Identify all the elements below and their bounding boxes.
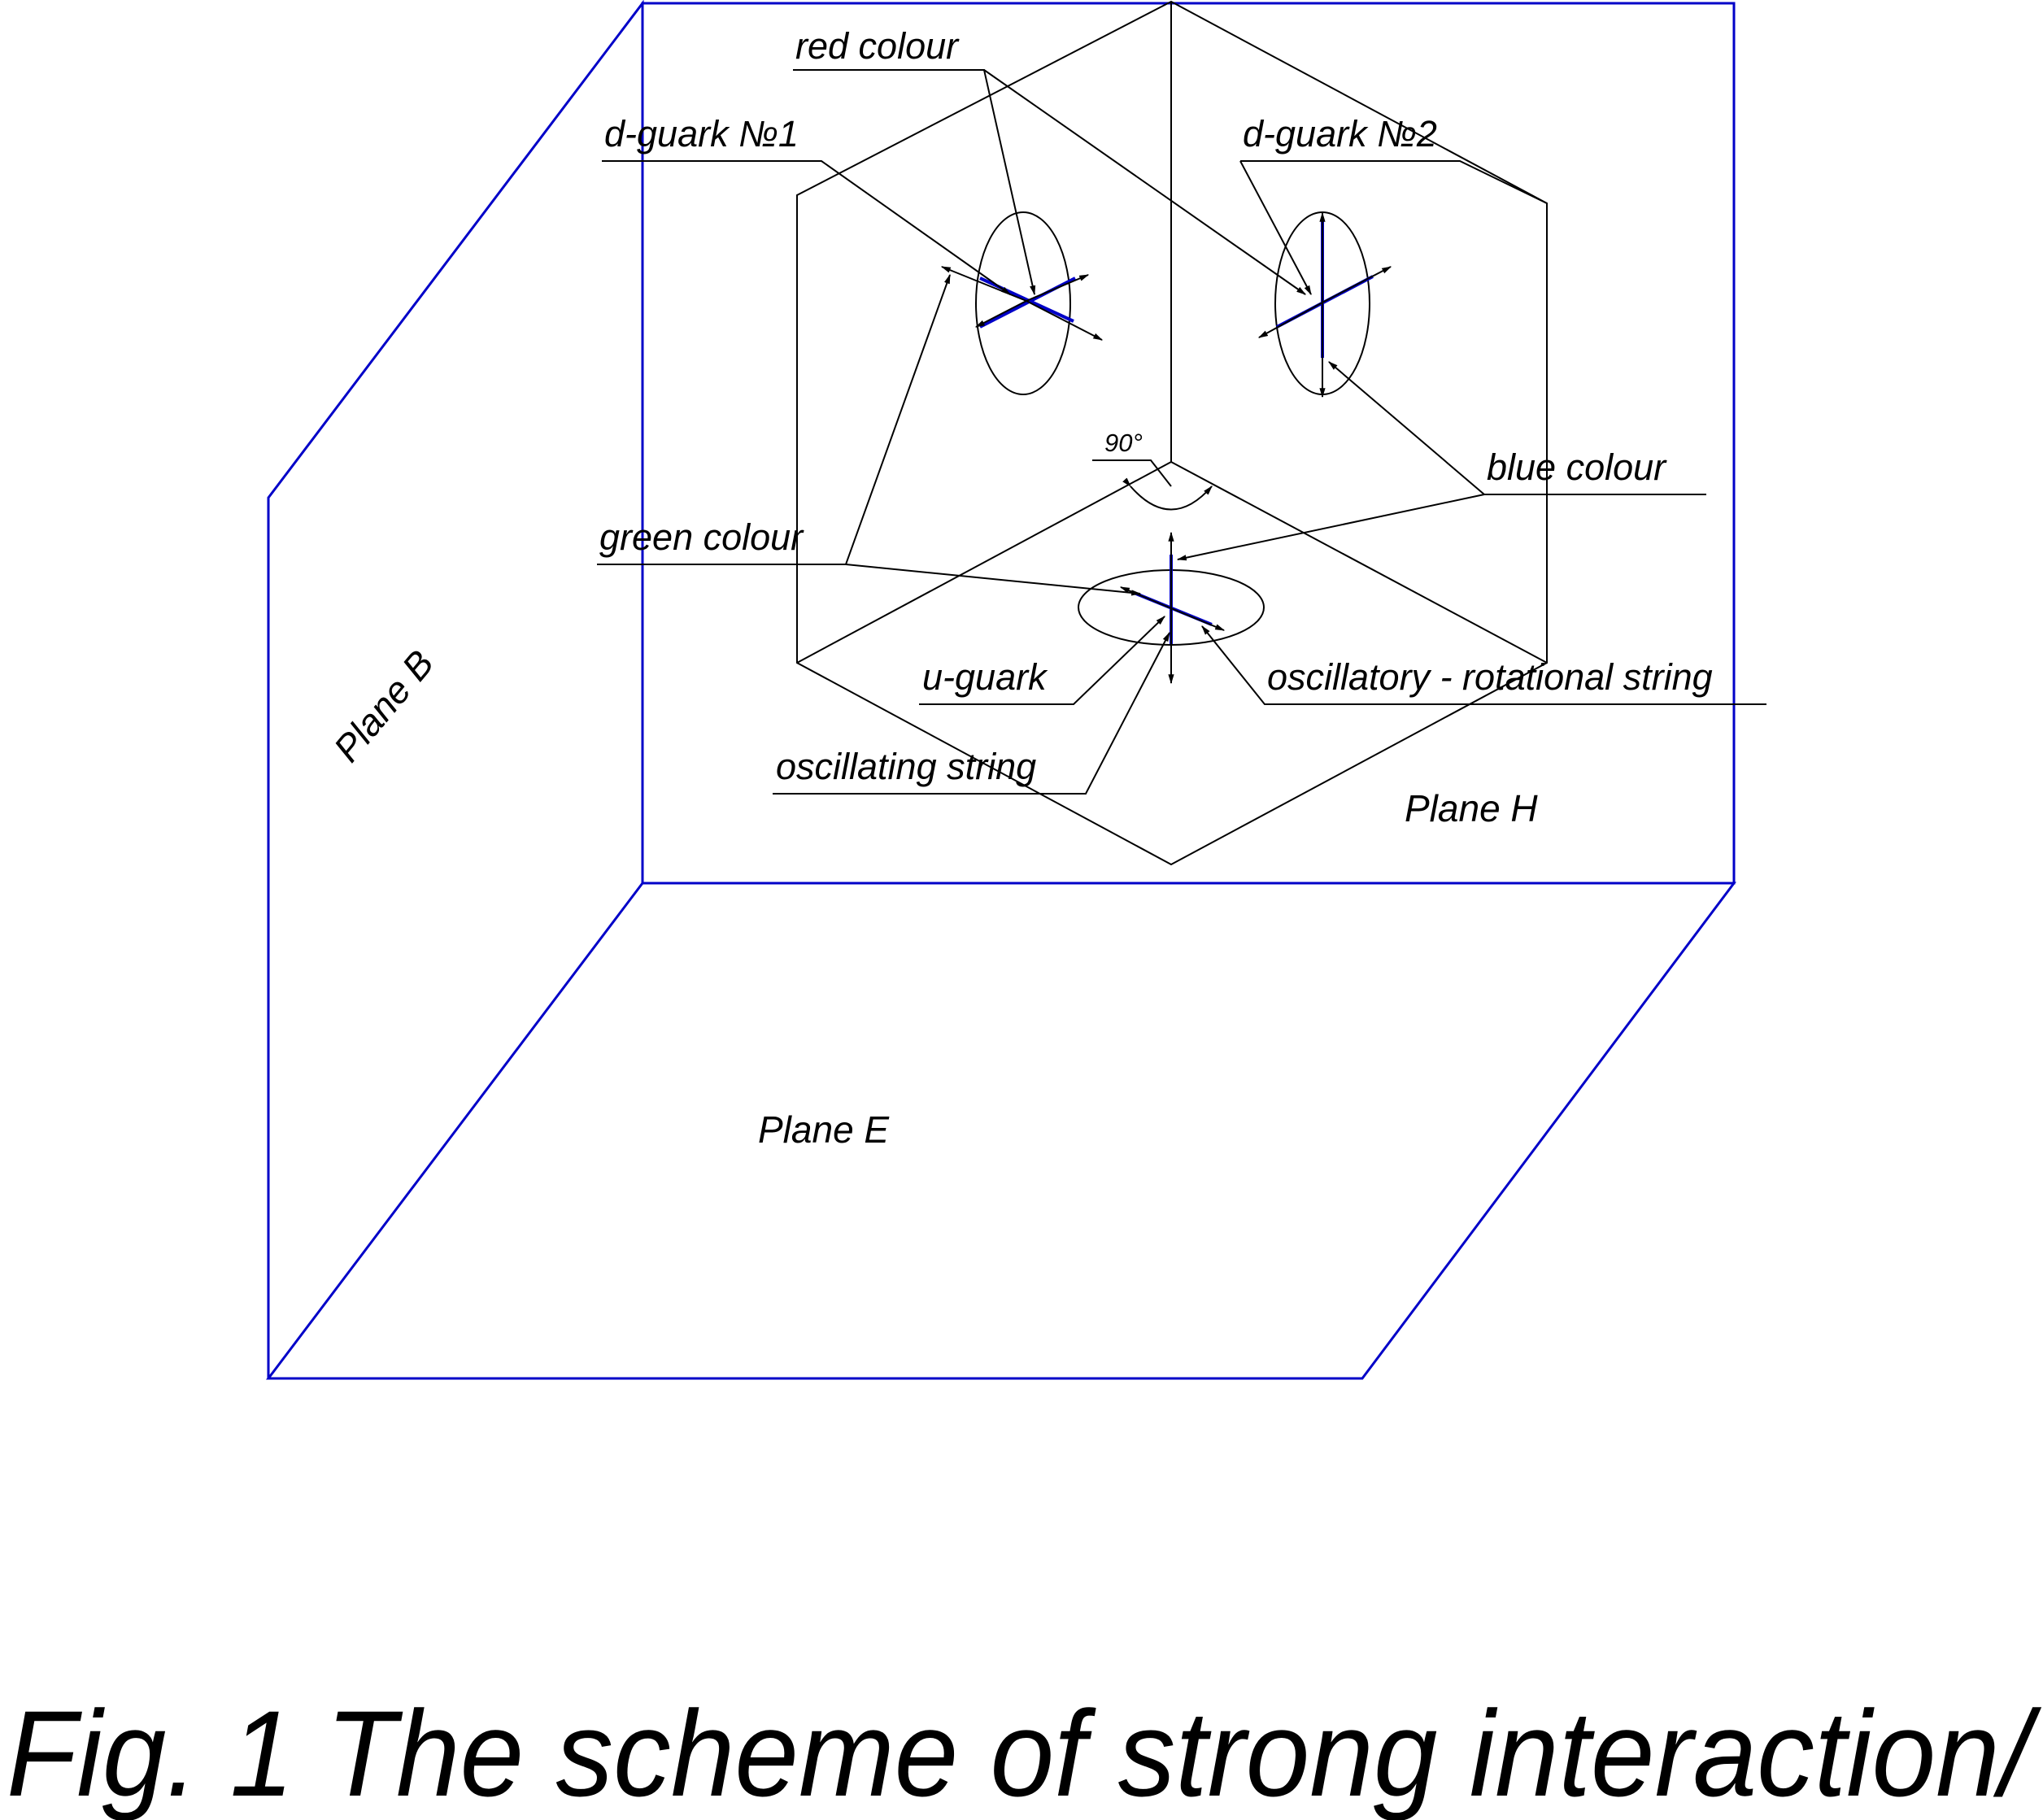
angle-arc — [1122, 477, 1213, 511]
label-oscillating-string: oscillating string — [776, 746, 1036, 787]
label-plane-e: Plane E — [758, 1108, 890, 1151]
label-oscillatory-rotational-string: oscillatory - rotational string — [1267, 656, 1713, 698]
leader-angle — [1092, 459, 1172, 487]
plane-b-outline — [267, 0, 644, 1378]
label-angle: 90° — [1104, 429, 1143, 457]
label-blue-colour: blue colour — [1487, 446, 1667, 488]
leader-oscillating-string — [773, 631, 1170, 795]
label-u-quark: u-guark — [922, 656, 1048, 698]
label-green-colour: green colour — [599, 516, 804, 558]
d-quark-1-symbol — [940, 211, 1104, 395]
leader-red-colour — [793, 69, 1306, 296]
label-plane-h: Plane H — [1405, 787, 1538, 829]
label-plane-b: Plane B — [325, 642, 442, 770]
leader-d-quark-1 — [602, 160, 1011, 295]
label-d-quark-1: d-guark №1 — [604, 113, 799, 155]
leader-blue-colour — [1176, 361, 1706, 561]
leader-green-colour — [597, 273, 1142, 596]
label-d-quark-2: d-guark №2 — [1243, 113, 1437, 155]
u-quark-symbol — [1078, 531, 1265, 685]
leader-d-quark-2 — [1239, 160, 1548, 296]
leader-u-quark — [919, 616, 1165, 705]
label-red-colour: red colour — [795, 25, 960, 67]
figure-caption: Fig. 1 The scheme of strong interaction/ — [7, 1685, 2042, 1820]
d-quark-2-symbol — [1257, 211, 1392, 398]
plane-e-outline — [265, 882, 1737, 1380]
leader-oscillatory-rotational-string — [1201, 625, 1766, 705]
